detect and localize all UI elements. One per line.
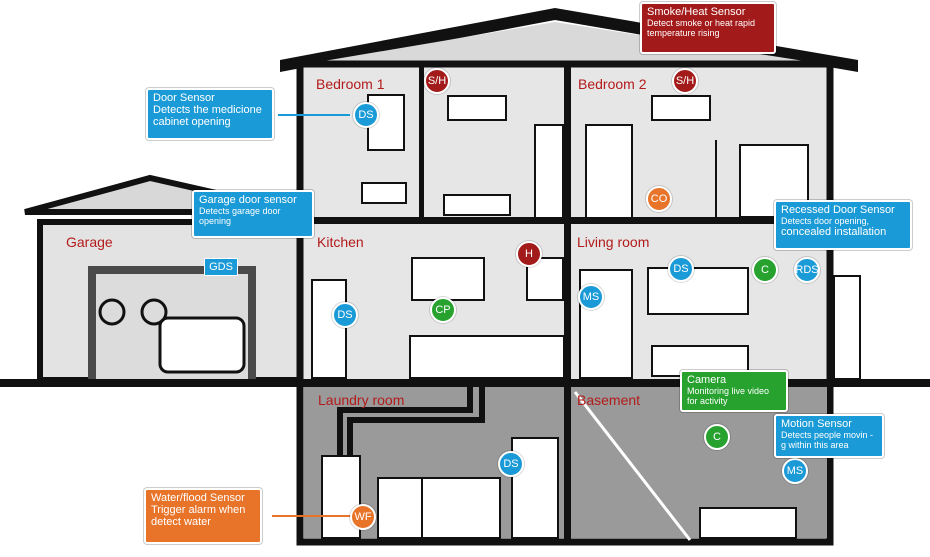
- heat-sensor: H: [516, 241, 542, 267]
- window-bed1: [447, 95, 507, 121]
- main-roof: [280, 8, 858, 72]
- recessed-door-callout: Recessed Door Sensor Detects door openin…: [774, 200, 912, 250]
- ground-line: [0, 379, 930, 387]
- room-label-basement: Basement: [577, 392, 641, 408]
- water-flood-callout-desc: Trigger alarm when detect water: [151, 504, 246, 528]
- room-label-bedroom1: Bedroom 1: [316, 76, 385, 92]
- kitchen-cabinet: [411, 257, 485, 301]
- room-label-laundry: Laundry room: [318, 392, 405, 408]
- motion-sensor-callout-desc: Detects people movin -g within this area: [781, 430, 874, 450]
- door-living: [833, 275, 861, 380]
- tv-cabinet: [647, 267, 749, 315]
- stairs: [573, 391, 692, 541]
- garage-door-sensor: GDS: [204, 258, 238, 276]
- water-flood-callout: Water/flood Sensor Trigger alarm when de…: [144, 488, 262, 544]
- sink: [361, 182, 407, 204]
- washer: [377, 477, 423, 539]
- camera-basement: C: [704, 424, 730, 450]
- smoke-heat-sensor-bedroom2: S/H: [672, 68, 698, 94]
- camera-callout-desc: Monitoring live video for activity: [687, 386, 770, 406]
- motion-sensor-basement: MS: [782, 458, 808, 484]
- water-flood-callout-title: Water/flood Sensor: [151, 492, 245, 504]
- door-sensor-living: DS: [668, 256, 694, 282]
- window-bed2: [651, 95, 711, 121]
- water-flood-sensor: WF: [350, 504, 376, 530]
- smoke-heat-callout: Smoke/Heat Sensor Detect smoke or heat r…: [640, 2, 776, 54]
- smoke-heat-callout-desc: Detect smoke or heat rapid temperature r…: [647, 18, 756, 38]
- door-bed2: [585, 124, 633, 219]
- attic: [300, 22, 830, 65]
- bedroom1-wall: [419, 64, 424, 220]
- garage-door-callout-title: Garage door sensor: [199, 194, 297, 206]
- door-bed1: [534, 124, 564, 219]
- door-sensor-callout-title: Door Sensor: [153, 92, 215, 104]
- room-label-bedroom2: Bedroom 2: [578, 76, 647, 92]
- motion-sensor-callout: Motion Sensor Detects people movin -g wi…: [774, 414, 884, 458]
- bench: [443, 194, 511, 216]
- room-label-garage: Garage: [66, 234, 113, 250]
- center-wall: [564, 64, 571, 542]
- recessed-door-callout-desc2: concealed installation: [781, 226, 887, 238]
- smoke-heat-callout-title: Smoke/Heat Sensor: [647, 6, 746, 18]
- bike-wheel-right: [140, 298, 168, 326]
- bike-wheel-left: [98, 298, 126, 326]
- door-sensor-kitchen: DS: [332, 302, 358, 328]
- recessed-door-callout-title: Recessed Door Sensor: [781, 204, 895, 216]
- kitchen-counter: [409, 335, 565, 379]
- smoke-heat-sensor-bedroom1: S/H: [424, 68, 450, 94]
- door-laundry: [511, 437, 559, 539]
- door-sensor-callout-desc: Detects the medicione cabinet opening: [153, 104, 262, 128]
- dryer-cabinet: [421, 477, 501, 539]
- car: [158, 316, 246, 374]
- basement-sofa: [699, 507, 797, 539]
- motion-sensor-living: MS: [578, 284, 604, 310]
- room-label-living: Living room: [577, 234, 650, 250]
- door-kitchen: [311, 279, 347, 379]
- motion-sensor-callout-title: Motion Sensor: [781, 418, 852, 430]
- camera-living: C: [752, 257, 778, 283]
- door-sensor-callout: Door Sensor Detects the medicione cabine…: [146, 88, 274, 140]
- co-sensor: CO: [646, 186, 672, 212]
- door-sensor-laundry: DS: [498, 451, 524, 477]
- garage-door-callout-desc: Detects garage door opening: [199, 206, 281, 226]
- camera-callout-title: Camera: [687, 374, 727, 386]
- room-label-kitchen: Kitchen: [317, 234, 364, 250]
- pipes: [337, 387, 485, 480]
- camera-callout: Camera Monitoring live video for activit…: [680, 370, 788, 412]
- kitchen-cabinet-2: [526, 257, 564, 301]
- door-sensor-bedroom1: DS: [353, 102, 379, 128]
- recessed-door-callout-desc: Detects door opening,: [781, 216, 870, 226]
- garage-door-callout: Garage door sensor Detects garage door o…: [192, 190, 314, 238]
- recessed-door-sensor: RDS: [794, 257, 820, 283]
- cp-sensor: CP: [430, 297, 456, 323]
